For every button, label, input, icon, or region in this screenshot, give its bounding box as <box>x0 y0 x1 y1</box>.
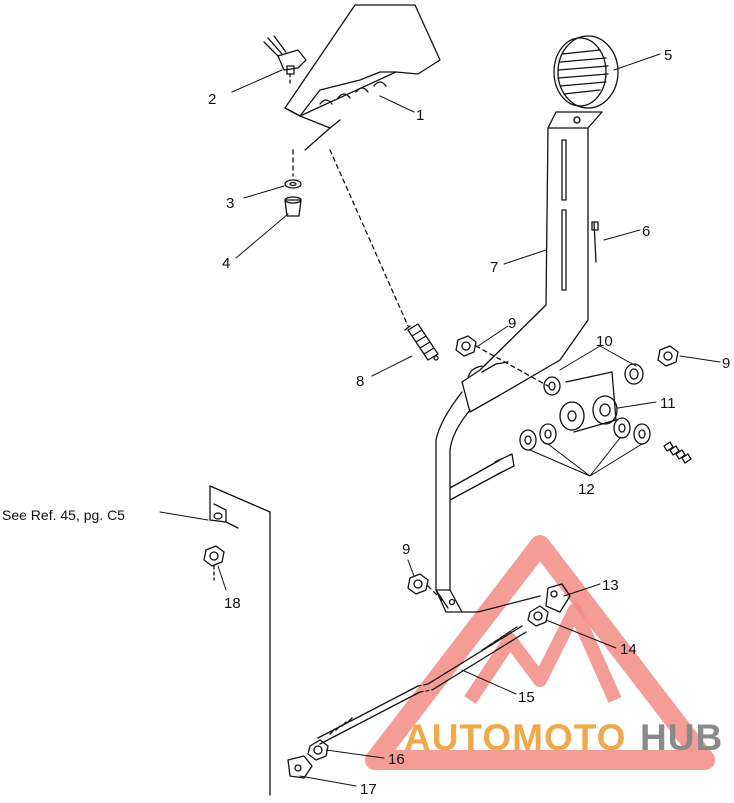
callout-13: 13 <box>602 577 619 594</box>
floor-bracket <box>284 4 441 151</box>
watermark-logo: AUTOMOTO HUB <box>365 535 723 770</box>
callout-2: 2 <box>208 91 216 108</box>
pedal-pad-part-5 <box>547 35 619 129</box>
reference-note: See Ref. 45, pg. C5 <box>2 507 125 523</box>
callout-9-upper: 9 <box>508 315 516 332</box>
rod-part-15 <box>317 625 527 745</box>
watermark-m-mark <box>464 603 622 704</box>
callout-6: 6 <box>642 223 650 240</box>
rod-end-part-16 <box>307 739 329 761</box>
nut-part-9-right <box>657 345 679 367</box>
clevis-part-13 <box>545 583 571 613</box>
pin-part-6 <box>591 221 599 263</box>
leader-lines <box>159 53 721 787</box>
washer-part-3 <box>284 179 302 189</box>
callout-5: 5 <box>664 47 672 64</box>
callout-11: 11 <box>660 395 676 412</box>
watermark-triangle-outer <box>365 535 715 770</box>
bolt-threaded-right <box>663 441 692 464</box>
nut-part-9-upper <box>455 335 549 387</box>
callout-labels: 1 2 3 4 5 6 7 8 9 9 9 10 11 12 13 14 15 … <box>2 47 730 798</box>
cap-part-4 <box>284 196 302 217</box>
spacer-part-11 <box>559 371 618 433</box>
callout-10: 10 <box>596 333 613 350</box>
callout-4: 4 <box>222 255 230 272</box>
callout-7: 7 <box>490 259 498 276</box>
callout-3: 3 <box>226 195 234 212</box>
callout-1: 1 <box>416 107 424 124</box>
callout-18: 18 <box>224 595 241 612</box>
watermark-text-hub: HUB <box>640 717 723 758</box>
nut-part-18 <box>203 545 225 581</box>
nut-part-9-lower <box>407 573 445 603</box>
switch-part-2 <box>263 35 307 85</box>
watermark-text-automoto: AUTOMOTO <box>404 717 626 758</box>
callout-16: 16 <box>388 751 405 768</box>
pedal-arm-part-7 <box>461 127 589 413</box>
callout-14: 14 <box>620 641 637 658</box>
bushing-part-10 <box>543 363 644 396</box>
callout-9-right: 9 <box>722 355 730 372</box>
washers-part-12 <box>519 417 651 451</box>
callout-9-lower: 9 <box>402 541 410 558</box>
callout-17: 17 <box>360 781 377 798</box>
callout-8: 8 <box>356 373 364 390</box>
nut-part-14 <box>527 605 549 627</box>
cross-shaft <box>449 453 515 501</box>
callout-12: 12 <box>578 481 595 498</box>
callout-15: 15 <box>518 689 535 706</box>
lever-shaft <box>435 391 541 613</box>
spring-part-8 <box>329 149 439 361</box>
rod-end-part-17 <box>287 755 313 779</box>
ref-bracket-part <box>209 485 271 796</box>
